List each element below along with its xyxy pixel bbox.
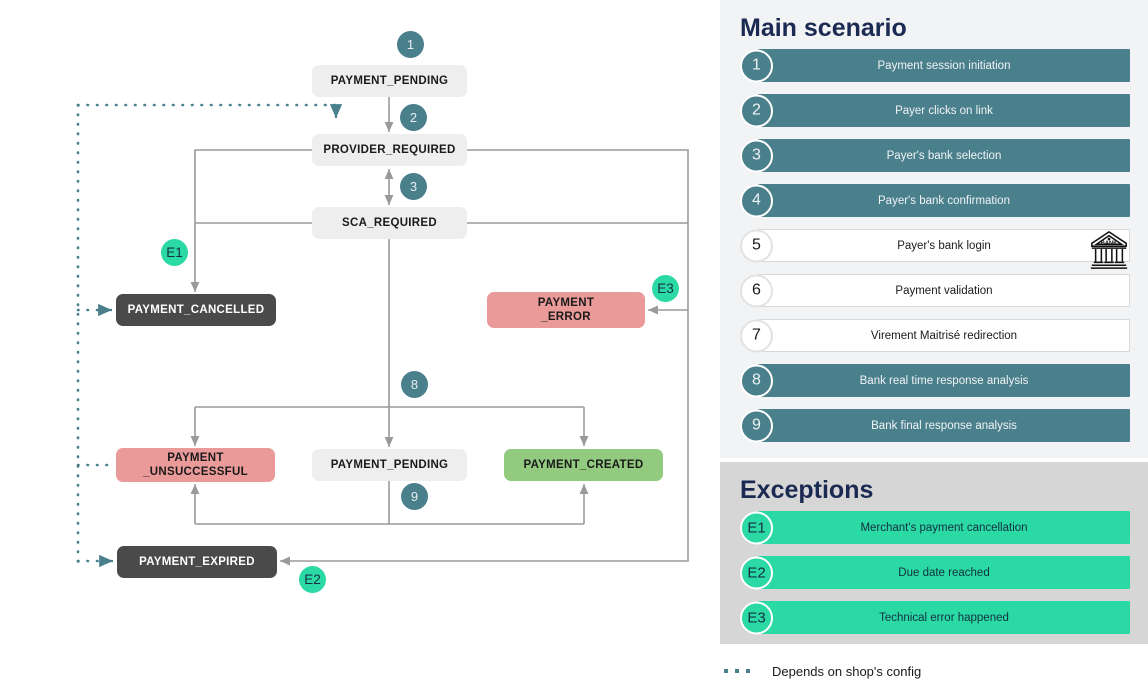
exception-row-e3-label: Technical error happened [879, 611, 1009, 624]
main-step-3[interactable]: 3 Payer's bank selection [740, 139, 1130, 172]
main-step-3-number: 3 [740, 139, 773, 172]
exceptions-panel: Exceptions E1 Merchant's payment cancell… [720, 462, 1148, 644]
main-step-8[interactable]: 8 Bank real time response analysis [740, 364, 1130, 397]
node-payment-unsuccessful[interactable]: PAYMENT _UNSUCCESSFUL [116, 448, 275, 482]
step-marker-8[interactable]: 8 [401, 371, 428, 398]
exception-marker-e1[interactable]: E1 [161, 239, 188, 266]
step-marker-2[interactable]: 2 [400, 104, 427, 131]
node-provider-required[interactable]: PROVIDER_REQUIRED [312, 134, 467, 166]
main-step-2-number: 2 [740, 94, 773, 127]
node-sca-required[interactable]: SCA_REQUIRED [312, 207, 467, 239]
main-step-5-number: 5 [740, 229, 773, 262]
step-marker-3[interactable]: 3 [400, 173, 427, 200]
main-step-3-bar [758, 139, 1130, 172]
step-marker-1[interactable]: 1 [397, 31, 424, 58]
exception-marker-e3[interactable]: E3 [652, 275, 679, 302]
main-step-5[interactable]: 5 Payer's bank login [740, 229, 1130, 262]
node-payment-cancelled[interactable]: PAYMENT_CANCELLED [116, 294, 276, 326]
dotted-line-sample-icon [724, 669, 750, 673]
main-step-6[interactable]: 6 Payment validation [740, 274, 1130, 307]
exception-row-e1-number: E1 [740, 511, 773, 544]
main-step-3-label: Payer's bank selection [886, 149, 1002, 162]
exception-row-e3-number: E3 [740, 601, 773, 634]
main-step-6-label: Payment validation [895, 284, 993, 297]
main-step-5-bar [758, 229, 1130, 262]
legend-label: Depends on shop's config [772, 663, 922, 679]
main-step-1[interactable]: 1 Payment session initiation [740, 49, 1130, 82]
main-step-2[interactable]: 2 Payer clicks on link [740, 94, 1130, 127]
main-scenario-panel: Main scenario 1 Payment session initiati… [720, 0, 1148, 458]
node-payment-pending-bottom[interactable]: PAYMENT_PENDING [312, 449, 467, 481]
exception-row-e1[interactable]: E1 Merchant's payment cancellation [740, 511, 1130, 544]
exception-row-e1-label: Merchant's payment cancellation [860, 521, 1028, 534]
main-step-2-bar [758, 94, 1130, 127]
exception-row-e1-bar [758, 511, 1130, 544]
main-step-8-label: Bank real time response analysis [859, 374, 1029, 387]
main-step-9[interactable]: 9 Bank final response analysis [740, 409, 1130, 442]
main-step-1-label: Payment session initiation [877, 59, 1011, 72]
main-step-1-number: 1 [740, 49, 773, 82]
exception-step-list: E1 Merchant's payment cancellation E2 Du… [740, 511, 1130, 634]
bank-icon: BANK [1088, 229, 1130, 271]
main-step-2-label: Payer clicks on link [895, 104, 993, 117]
node-payment-pending-top[interactable]: PAYMENT_PENDING [312, 65, 467, 97]
main-step-8-bar [758, 364, 1130, 397]
main-step-4-number: 4 [740, 184, 773, 217]
node-payment-created[interactable]: PAYMENT_CREATED [504, 449, 663, 481]
exception-row-e3[interactable]: E3 Technical error happened [740, 601, 1130, 634]
main-step-4-bar [758, 184, 1130, 217]
state-flow-diagram: PAYMENT_PENDING PROVIDER_REQUIRED SCA_RE… [76, 31, 689, 593]
main-step-8-number: 8 [740, 364, 773, 397]
main-step-7-label: Virement Maitrisé redirection [870, 329, 1018, 342]
diagram-connectors [76, 97, 689, 568]
main-step-7[interactable]: 7 Virement Maitrisé redirection [740, 319, 1130, 352]
node-payment-expired[interactable]: PAYMENT_EXPIRED [117, 546, 277, 578]
main-step-7-number: 7 [740, 319, 773, 352]
step-marker-9[interactable]: 9 [401, 483, 428, 510]
exception-row-e3-bar [758, 601, 1130, 634]
exception-row-e2-label: Due date reached [898, 566, 990, 579]
main-step-4-label: Payer's bank confirmation [878, 194, 1010, 207]
dotted-line-legend: Depends on shop's config [720, 655, 1148, 687]
main-step-1-bar [758, 49, 1130, 82]
legend-sidebar: Main scenario 1 Payment session initiati… [720, 0, 1148, 691]
exception-row-e2[interactable]: E2 Due date reached [740, 556, 1130, 589]
exception-row-e2-bar [758, 556, 1130, 589]
main-step-9-number: 9 [740, 409, 773, 442]
main-scenario-title: Main scenario [740, 14, 907, 42]
main-step-7-bar [758, 319, 1130, 352]
exception-row-e2-number: E2 [740, 556, 773, 589]
main-scenario-step-list: 1 Payment session initiation 2 Payer cli… [740, 49, 1130, 442]
bank-icon-text: BANK [1101, 240, 1118, 246]
node-payment-error[interactable]: PAYMENT _ERROR [487, 292, 645, 328]
main-step-5-label: Payer's bank login [897, 239, 991, 252]
main-step-9-bar [758, 409, 1130, 442]
exceptions-title: Exceptions [740, 476, 874, 504]
main-step-9-label: Bank final response analysis [871, 419, 1017, 432]
main-step-6-number: 6 [740, 274, 773, 307]
main-step-4[interactable]: 4 Payer's bank confirmation [740, 184, 1130, 217]
exception-marker-e2[interactable]: E2 [299, 566, 326, 593]
main-step-6-bar [758, 274, 1130, 307]
